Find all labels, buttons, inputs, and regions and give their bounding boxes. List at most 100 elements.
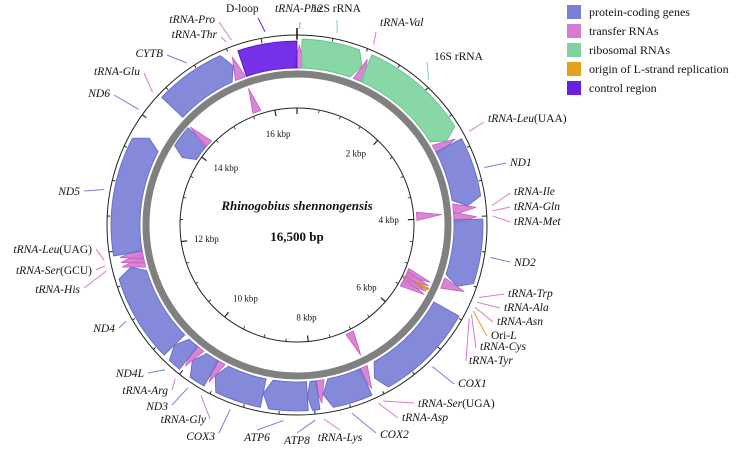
leader-nd3 (171, 387, 189, 406)
scale-label-16-kbp: 16 kbp (266, 129, 291, 139)
label-part: D-loop (226, 3, 259, 15)
label-part: tRNA-Asn (497, 316, 543, 328)
label-part: tRNA-Met (514, 216, 561, 228)
label-part: ND1 (509, 157, 532, 169)
outer-tick (242, 404, 245, 408)
label-16s-rrna: 16S rRNA (434, 51, 484, 63)
leader-nd4l (147, 369, 165, 374)
outer-tick (132, 318, 136, 321)
outer-circle (106, 34, 488, 416)
scale-label-10-kbp: 10 kbp (233, 294, 258, 304)
scale-tick (373, 139, 379, 146)
outer-tick (123, 145, 128, 148)
scale-tick (395, 281, 399, 284)
label-part: CYTB (136, 48, 164, 60)
legend-swatch-ori (567, 62, 581, 76)
outer-tick (331, 38, 334, 42)
label-part: COX3 (186, 431, 215, 443)
leader-trna-asp (378, 402, 399, 419)
label-part: (UAG) (59, 244, 92, 256)
scale-tick (201, 156, 207, 162)
label-part: ND3 (145, 401, 168, 413)
scale-tick (358, 126, 361, 130)
label-trna-met: tRNA-Met (514, 216, 561, 228)
leader-trna-pro (218, 21, 232, 41)
label-part: COX1 (458, 378, 487, 390)
outer-tick (449, 114, 453, 117)
label-part: tRNA-Lys (318, 432, 363, 444)
legend-label-ori: origin of L-strand replication (589, 62, 729, 76)
label-nd4: ND4 (92, 323, 115, 335)
feature-trna-tyr (399, 278, 425, 295)
feature-trna-pro (248, 88, 262, 114)
label-trna-val: tRNA-Val (380, 17, 423, 29)
scale-tick (274, 110, 277, 117)
species-name: Rhinogobius shennongensis (220, 198, 372, 213)
feature-16s-rrna (359, 54, 456, 143)
leader-trna-glu (143, 72, 154, 93)
leader-trna-leu-uag (95, 248, 105, 261)
outer-tick (179, 370, 184, 375)
scale-tick (348, 326, 351, 330)
feature-nd4 (118, 266, 186, 356)
leader-ori-l (472, 310, 488, 337)
scale-tick (208, 299, 212, 302)
label-trna-glu: tRNA-Glu (94, 66, 140, 78)
scale-tick (186, 261, 190, 264)
feature-trna-ile (452, 203, 477, 216)
leader-trna-arg (171, 378, 176, 391)
feature-nd3 (189, 353, 220, 387)
genome-size: 16,500 bp (270, 229, 323, 244)
label-trna-his: tRNA-His (35, 284, 80, 296)
label-part: tRNA-Glu (94, 66, 140, 78)
outer-tick (466, 145, 471, 148)
leader-trna-ile (491, 192, 511, 207)
feature-trna-trp (440, 277, 465, 292)
legend-label-trna: transfer RNAs (589, 24, 659, 38)
feature-trna-thr (231, 56, 247, 82)
label-atp8: ATP8 (283, 435, 310, 447)
label-trna-asn: tRNA-Asn (497, 316, 543, 328)
label-nd4l: ND4L (115, 368, 144, 380)
label-part: (UGA) (462, 398, 495, 410)
label-ori-l: Ori-L (491, 330, 517, 342)
label-trna-leu-uag: tRNA-Leu(UAG) (13, 244, 92, 256)
leader-trna-leu-uaa (468, 121, 485, 132)
label-part: tRNA-Tyr (469, 355, 513, 367)
scale-tick (306, 335, 309, 342)
leader-trna-cys (470, 314, 477, 349)
label-trna-ser-gcu: tRNA-Ser(GCU) (16, 265, 92, 277)
outer-tick (412, 371, 415, 375)
label-trna-cys: tRNA-Cys (480, 341, 527, 353)
outer-tick (141, 114, 147, 119)
label-part: ATP8 (283, 435, 310, 447)
leader-16s-rrna (426, 61, 430, 80)
outer-ring (106, 34, 488, 416)
leader-nd1 (484, 162, 507, 168)
outer-tick (225, 48, 228, 52)
outer-tick (260, 38, 263, 44)
label-part: tRNA-Ile (514, 186, 555, 198)
position-ticks (107, 28, 487, 415)
label-trna-thr: tRNA-Thr (172, 29, 218, 41)
scale-tick (190, 176, 194, 179)
leader-trna-ser-gcu (95, 265, 106, 271)
gene-features (110, 38, 484, 412)
leader-atp8 (296, 419, 316, 434)
label-trna-trp: tRNA-Trp (508, 288, 553, 300)
feature-atp6 (262, 379, 309, 412)
legend-swatch-rrna (567, 43, 581, 57)
label-part: tRNA-Asp (402, 412, 448, 424)
leader-trna-asn (474, 306, 494, 323)
scale-tick (253, 116, 256, 120)
outer-tick (478, 179, 482, 182)
leader-trna-ala (476, 301, 501, 309)
scale-label-12-kbp: 12 kbp (194, 234, 219, 244)
scale-tick (380, 297, 386, 303)
label-part: ATP6 (243, 432, 270, 444)
outer-tick (458, 318, 462, 321)
leader-trna-gly (200, 395, 211, 420)
label-part: 12S rRNA (312, 3, 362, 15)
label-part: tRNA-His (35, 284, 80, 296)
